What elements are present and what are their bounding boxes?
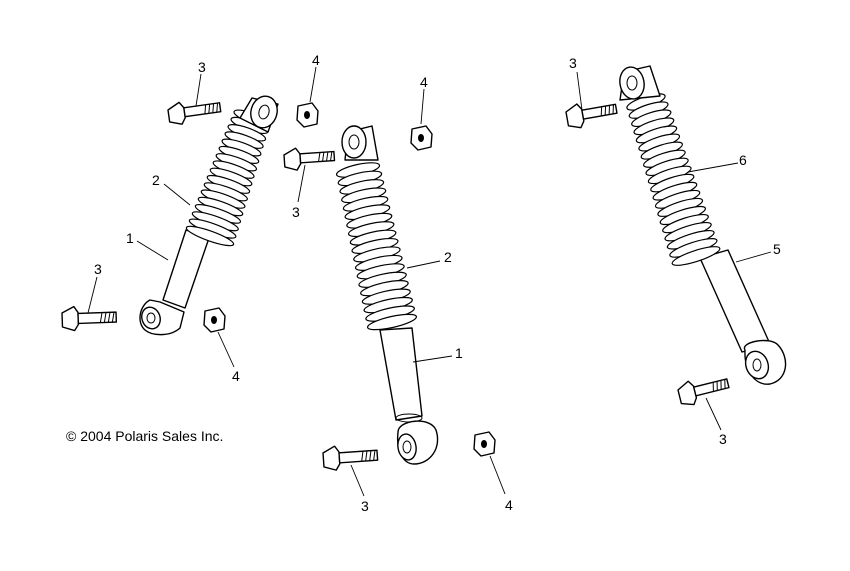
center-shock-body	[379, 327, 439, 465]
nut-1	[296, 102, 319, 128]
callout-nut-top-center: 4	[420, 74, 428, 90]
right-shock-top-eye	[619, 65, 661, 101]
bolt-6	[677, 378, 730, 406]
right-shock-spring	[626, 93, 721, 266]
center-shock-assembly	[335, 125, 439, 465]
left-shock-spring	[185, 109, 271, 247]
bolt-1	[167, 101, 222, 125]
center-shock-top-eye	[341, 125, 379, 161]
bolts	[61, 101, 730, 471]
right-shock-assembly	[619, 65, 787, 385]
callout-spring-left: 2	[152, 172, 160, 188]
nut-2	[410, 125, 433, 151]
center-shock-spring	[335, 162, 418, 331]
bolt-5	[565, 103, 618, 129]
callout-spring-center: 2	[444, 249, 452, 265]
left-shock-body	[139, 229, 210, 336]
callout-bolt-top-right: 3	[569, 55, 577, 71]
callout-bolt-lower-left: 3	[94, 261, 102, 277]
spring-coil-turn	[366, 313, 418, 331]
callout-nut-lower-left: 4	[232, 368, 240, 384]
callout-spring-right: 6	[739, 152, 747, 168]
callout-bolt-top-left: 3	[198, 59, 206, 75]
nut-4	[473, 431, 496, 457]
copyright-notice: © 2004 Polaris Sales Inc.	[66, 428, 223, 444]
bolt-2	[283, 147, 336, 171]
callout-labels: 3 4 4 3 2 1 3 4 2 1 3 4 3 6 5 3	[94, 52, 781, 514]
callout-nut-bottom-center: 4	[505, 497, 513, 513]
spring-coil-turn	[671, 246, 721, 266]
nut-3	[203, 307, 226, 333]
callout-shock-center: 1	[455, 345, 463, 361]
left-shock-assembly	[139, 95, 279, 336]
callout-bolt-center-top: 3	[292, 204, 300, 220]
bolt-3	[61, 305, 118, 332]
callout-shock-right: 5	[773, 241, 781, 257]
leader-lines	[87, 66, 772, 497]
bolt-4	[322, 445, 379, 471]
callout-nut-top-left: 4	[312, 52, 320, 68]
spring-coil-turn	[185, 225, 235, 247]
callout-bolt-bottom-right: 3	[719, 431, 727, 447]
callout-bolt-bottom-center: 3	[361, 498, 369, 514]
callout-shock-left: 1	[126, 230, 134, 246]
left-shock-top-eye	[239, 95, 279, 133]
right-shock-body	[699, 249, 787, 385]
nuts	[203, 102, 496, 457]
